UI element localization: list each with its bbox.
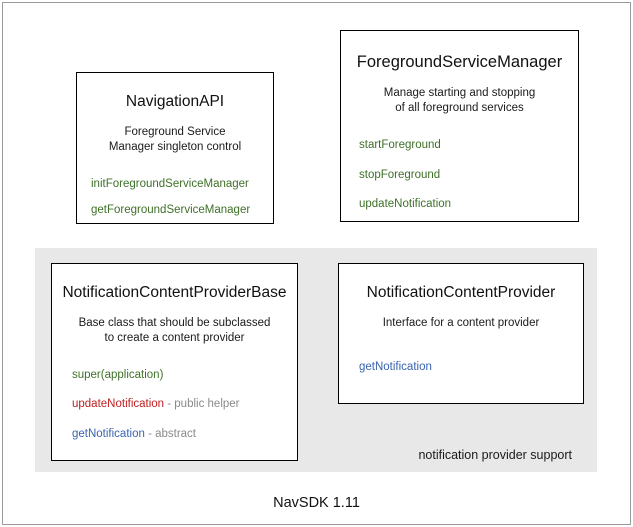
member-name: stopForeground — [359, 168, 441, 181]
class-title-notification-content-provider: NotificationContentProvider — [366, 284, 556, 301]
class-box-navigation-api[interactable]: NavigationAPI Foreground Service Manager… — [76, 72, 274, 224]
member-name: startForeground — [359, 139, 441, 151]
member-item[interactable]: getForegroundServiceManager — [91, 204, 273, 217]
member-name: updateNotification — [72, 398, 165, 411]
description-line-2: of all foreground services — [395, 102, 524, 115]
description-line-2: Manager singleton control — [108, 141, 242, 154]
class-box-foreground-service-manager[interactable]: ForegroundServiceManager Manage starting… — [340, 30, 579, 222]
member-item[interactable]: stopForeground — [359, 169, 578, 182]
description-line-1: Base class that should be subclassed — [78, 316, 271, 329]
member-name: getNotification — [72, 428, 145, 441]
member-note: - abstract — [144, 428, 197, 441]
class-title-foreground-service-manager: ForegroundServiceManager — [356, 53, 563, 71]
diagram-footer-label: NavSDK 1.11 — [273, 495, 360, 511]
description-line-1: Manage starting and stopping — [383, 86, 536, 99]
member-item[interactable]: getNotification - abstract — [72, 428, 297, 441]
member-item[interactable]: getNotification — [359, 361, 583, 374]
member-item[interactable]: initForegroundServiceManager — [91, 178, 273, 191]
class-description-notification-content-provider: Interface for a content provider — [339, 316, 583, 332]
description-line-1: Foreground Service — [124, 125, 226, 138]
class-box-notification-content-provider[interactable]: NotificationContentProvider Interface fo… — [338, 263, 584, 404]
member-name: getForegroundServiceManager — [91, 204, 251, 217]
class-title-navigation-api: NavigationAPI — [125, 93, 225, 110]
member-list-notification-content-provider-base: super(application) updateNotification - … — [52, 369, 297, 441]
description-line-1: Interface for a content provider — [382, 316, 540, 329]
group-caption: notification provider support — [418, 448, 572, 462]
member-item[interactable]: startForeground — [359, 139, 578, 152]
class-description-notification-content-provider-base: Base class that should be subclassed to … — [52, 316, 297, 347]
class-box-notification-content-provider-base[interactable]: NotificationContentProviderBase Base cla… — [51, 263, 298, 461]
member-item[interactable]: updateNotification - public helper — [72, 398, 297, 411]
member-item[interactable]: super(application) — [72, 369, 297, 382]
member-item[interactable]: updateNotification — [359, 198, 578, 211]
member-name: updateNotification — [359, 198, 452, 211]
class-title-notification-content-provider-base: NotificationContentProviderBase — [62, 284, 287, 301]
member-name: super(application) — [72, 368, 164, 381]
description-line-2: to create a content provider — [104, 332, 245, 345]
member-list-notification-content-provider: getNotification — [339, 361, 583, 374]
member-name: getNotification — [359, 361, 432, 374]
member-list-foreground-service-manager: startForeground stopForeground updateNot… — [341, 139, 578, 211]
member-name: initForegroundServiceManager — [91, 177, 249, 190]
member-note: - public helper — [164, 398, 240, 411]
class-description-navigation-api: Foreground Service Manager singleton con… — [77, 125, 273, 156]
member-list-navigation-api: initForegroundServiceManager getForegrou… — [77, 178, 273, 217]
class-description-foreground-service-manager: Manage starting and stopping of all fore… — [341, 86, 578, 117]
